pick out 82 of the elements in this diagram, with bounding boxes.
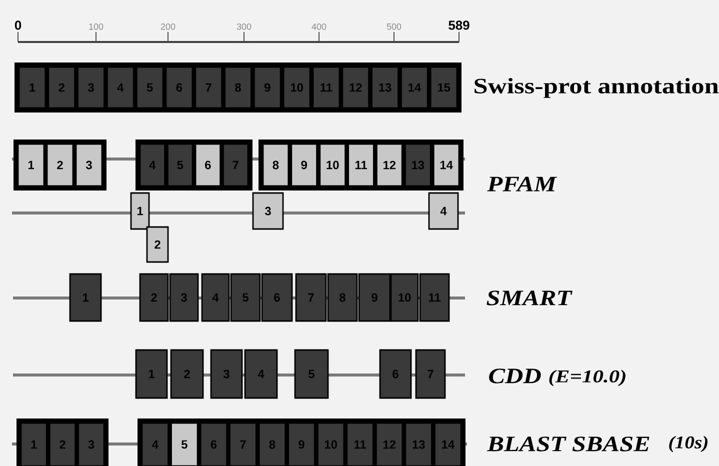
domain-box: 1 (130, 192, 150, 230)
domain-box: 14 (432, 143, 460, 187)
domain-box: 14 (400, 66, 428, 109)
domain-box: 5 (167, 143, 194, 187)
track-label: Swiss-prot annotation (474, 78, 719, 98)
domain-box: 10 (319, 143, 346, 187)
domain-box: 2 (170, 349, 204, 399)
domain-box: 1 (135, 349, 168, 399)
domain-box: 3 (252, 192, 284, 230)
domain-box: 11 (312, 66, 340, 109)
tick-label: 500 (386, 23, 402, 30)
domain-box: 11 (348, 143, 374, 187)
domain-box: 3 (75, 143, 103, 187)
domain-box: 10 (390, 273, 419, 322)
domain-box: 10 (316, 422, 345, 466)
domain-box: 12 (375, 422, 404, 466)
domain-box: 2 (48, 66, 76, 109)
domain-box: 7 (194, 66, 222, 109)
sequence-line (252, 158, 258, 160)
domain-box: 5 (230, 273, 261, 322)
track-label: CDD (489, 368, 541, 384)
domain-box: 9 (290, 143, 318, 187)
domain-box: 8 (262, 143, 290, 187)
domain-box: 7 (295, 273, 327, 322)
tick-label: 589 (448, 20, 470, 30)
domain-box: 3 (210, 349, 243, 399)
tick-label: 0 (14, 20, 22, 30)
domain-box: 5 (294, 349, 329, 399)
domain-box: 3 (77, 66, 105, 109)
tick-label: 200 (160, 23, 176, 30)
domain-box: 12 (342, 66, 370, 109)
domain-box: 5 (136, 66, 164, 109)
domain-box: 3 (78, 422, 105, 466)
domain-box: 8 (327, 273, 358, 322)
domain-box: 12 (376, 143, 403, 187)
domain-box: 6 (200, 422, 228, 466)
domain-box: 4 (141, 422, 169, 466)
domain-box: 7 (222, 143, 249, 187)
sequence-line (106, 158, 136, 160)
domain-box: 4 (201, 273, 230, 322)
domain-box: 6 (165, 66, 194, 109)
domain-box: 2 (46, 143, 74, 187)
tick-label: 100 (89, 23, 104, 30)
domain-box: 2 (146, 226, 169, 263)
domain-box: 13 (371, 66, 399, 109)
domain-box: 2 (139, 273, 169, 322)
domain-box: 15 (430, 66, 458, 109)
domain-box: 13 (404, 422, 432, 466)
domain-box: 14 (434, 422, 462, 466)
domain-box: 11 (346, 422, 374, 466)
track-label: (E=10.0) (549, 370, 626, 386)
domain-box: 1 (69, 273, 102, 322)
domain-box: 7 (229, 422, 257, 466)
tick-label: 300 (236, 23, 252, 30)
domain-box: 4 (428, 192, 459, 230)
track-label: PFAM (487, 176, 558, 192)
domain-box: 5 (170, 422, 198, 466)
domain-box: 9 (254, 66, 282, 109)
track-label: BLAST SBASE (486, 436, 650, 452)
sequence-line (108, 442, 138, 446)
domain-box: 4 (244, 349, 278, 399)
domain-box: 13 (404, 143, 432, 187)
domain-box: 1 (18, 66, 46, 109)
domain-box: 3 (169, 273, 199, 322)
domain-box: 1 (20, 422, 48, 466)
track-label: SMART (486, 290, 572, 306)
domain-box: 8 (258, 422, 286, 466)
domain-box: 2 (48, 422, 76, 466)
domain-box: 7 (415, 349, 446, 399)
domain-box: 1 (17, 143, 45, 187)
domain-box: 4 (139, 143, 166, 187)
domain-box: 9 (288, 422, 316, 466)
domain-box: 9 (358, 273, 391, 322)
domain-box: 8 (224, 66, 252, 109)
track-label: (10s) (669, 436, 708, 452)
tick-label: 400 (312, 23, 326, 30)
domain-box: 10 (282, 66, 311, 109)
domain-box: 11 (419, 273, 450, 322)
domain-box: 6 (194, 143, 221, 187)
domain-box: 6 (379, 349, 412, 399)
domain-box: 4 (106, 66, 134, 109)
domain-box: 6 (261, 273, 293, 322)
